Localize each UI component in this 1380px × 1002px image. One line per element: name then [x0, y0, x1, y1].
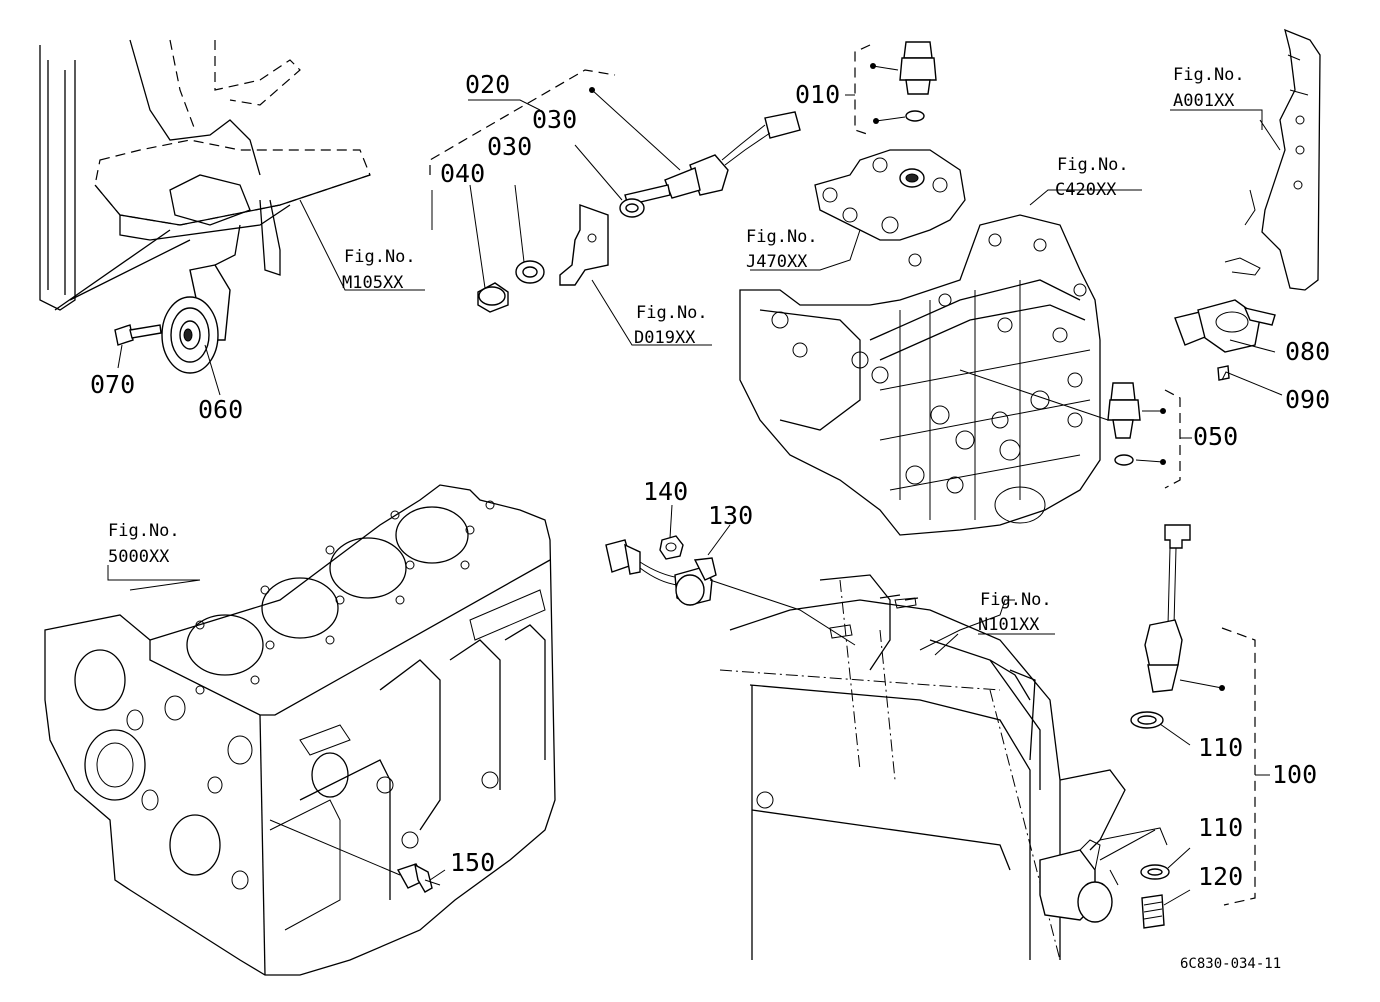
fig-ref-m105-label: Fig.No. [344, 247, 416, 267]
screw-090 [1217, 365, 1283, 396]
sensor-080 [1174, 299, 1276, 353]
fig-ref-5000-code: 5000XX [108, 547, 170, 567]
engine-block [44, 484, 556, 976]
fig-ref-d019-code: D019XX [634, 328, 696, 348]
harness-130 [605, 524, 856, 646]
fig-ref-5000-label: Fig.No. [108, 521, 180, 541]
fig-ref-a001-label: Fig.No. [1173, 65, 1245, 85]
part-number-030-upper: 030 [532, 105, 577, 134]
part-number-110-upper: 110 [1198, 733, 1243, 762]
fig-ref-n101-code: N101XX [978, 615, 1040, 635]
document-code: 6C830-034-11 [1180, 956, 1281, 972]
washer-030-lower [514, 184, 545, 284]
part-number-040: 040 [440, 159, 485, 188]
nut-140 [659, 504, 684, 560]
frame-n101 [719, 574, 1126, 961]
part-number-090: 090 [1285, 385, 1330, 414]
part-number-130: 130 [708, 501, 753, 530]
part-number-010: 010 [795, 80, 840, 109]
part-number-150: 150 [450, 848, 495, 877]
transmission-case [739, 189, 1142, 536]
horn-bolt [114, 324, 162, 369]
fig-ref-a001-code: A001XX [1173, 91, 1235, 111]
cab-frame-drawing [39, 39, 425, 311]
fig-ref-j470-label: Fig.No. [746, 227, 818, 247]
group-bracket-020 [429, 69, 616, 175]
part-number-050: 050 [1193, 422, 1238, 451]
part-number-120: 120 [1198, 862, 1243, 891]
part-number-100: 100 [1272, 760, 1317, 789]
fig-ref-m105-code: M105XX [342, 273, 404, 293]
switch-050 [959, 369, 1181, 489]
washer-030-upper [574, 144, 645, 218]
fig-ref-c420-label: Fig.No. [1057, 155, 1129, 175]
switch-010 [854, 41, 937, 136]
fig-ref-n101-label: Fig.No. [980, 590, 1052, 610]
part-number-140: 140 [643, 477, 688, 506]
switch-assembly-100 [1039, 524, 1256, 929]
part-number-110-lower: 110 [1198, 813, 1243, 842]
bracket-a001 [1170, 28, 1321, 291]
part-number-080: 080 [1285, 337, 1330, 366]
fig-ref-d019-label: Fig.No. [636, 303, 708, 323]
fig-ref-j470-code: J470XX [746, 252, 808, 272]
bracket-d019 [559, 204, 712, 346]
part-number-030-lower: 030 [487, 132, 532, 161]
sensor-150 [269, 819, 446, 893]
part-number-020: 020 [465, 70, 510, 99]
horn [161, 264, 231, 396]
switch-020 [589, 87, 801, 206]
part-number-060: 060 [198, 395, 243, 424]
cap-040 [469, 184, 509, 313]
valve-block-j470 [750, 149, 966, 271]
part-number-070: 070 [90, 370, 135, 399]
fig-ref-c420-code: C420XX [1055, 180, 1117, 200]
